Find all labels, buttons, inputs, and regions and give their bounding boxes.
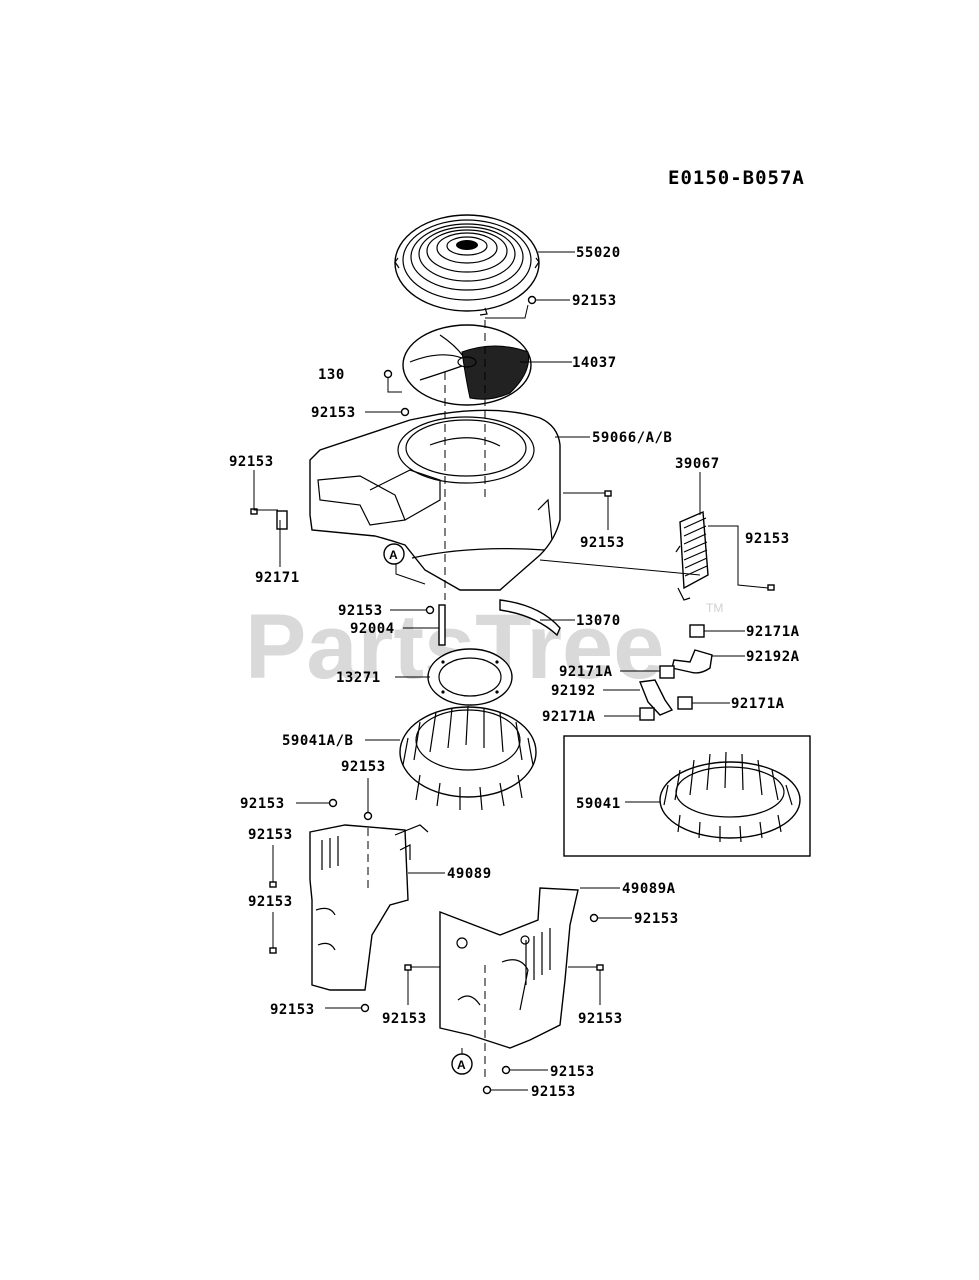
label-59041ab[interactable]: 59041A/B (282, 733, 353, 749)
label-92153-e[interactable]: 92153 (580, 535, 625, 551)
label-92171a-c[interactable]: 92171A (542, 709, 596, 725)
label-92153-j[interactable]: 92153 (248, 894, 293, 910)
label-92153-n[interactable]: 92153 (578, 1011, 623, 1027)
part-lower-shroud[interactable] (309, 824, 429, 991)
part-fan-housing[interactable] (309, 409, 561, 591)
label-92004[interactable]: 92004 (350, 621, 395, 637)
callout-a-top-letter: A (389, 548, 398, 562)
label-55020[interactable]: 55020 (576, 245, 621, 261)
label-92153-g[interactable]: 92153 (341, 759, 386, 775)
label-92153-f[interactable]: 92153 (338, 603, 383, 619)
callout-a-bottom: A (451, 1053, 473, 1075)
leader-lines (253, 251, 769, 1091)
diagram-code: E0150-B057A (668, 167, 805, 189)
callout-a-top: A (383, 543, 405, 565)
callout-a-bottom-letter: A (457, 1058, 466, 1072)
part-fan-plate-ring[interactable] (427, 648, 513, 706)
label-92153-a[interactable]: 92153 (572, 293, 617, 309)
label-39067[interactable]: 39067 (675, 456, 720, 472)
label-92153-o[interactable]: 92153 (550, 1064, 595, 1080)
label-92153-d[interactable]: 92153 (745, 531, 790, 547)
part-hoses[interactable] (639, 624, 713, 721)
label-49089a[interactable]: 49089A (622, 881, 676, 897)
label-130[interactable]: 130 (318, 367, 345, 383)
label-92171a-d[interactable]: 92171A (731, 696, 785, 712)
label-92153-l[interactable]: 92153 (634, 911, 679, 927)
label-59066[interactable]: 59066/A/B (592, 430, 672, 446)
part-guide-plate[interactable] (499, 599, 561, 637)
part-stud[interactable] (438, 604, 446, 646)
label-92153-b[interactable]: 92153 (311, 405, 356, 421)
label-14037[interactable]: 14037 (572, 355, 617, 371)
label-92153-p[interactable]: 92153 (531, 1084, 576, 1100)
label-92171[interactable]: 92171 (255, 570, 300, 586)
label-92153-k[interactable]: 92153 (270, 1002, 315, 1018)
label-59041[interactable]: 59041 (576, 796, 621, 812)
label-13271[interactable]: 13271 (336, 670, 381, 686)
label-92171a-b[interactable]: 92171A (559, 664, 613, 680)
label-92192a[interactable]: 92192A (746, 649, 800, 665)
label-92192[interactable]: 92192 (551, 683, 596, 699)
inset-box (563, 735, 811, 857)
label-92153-i[interactable]: 92153 (248, 827, 293, 843)
part-lower-shroud-a[interactable] (439, 887, 579, 1049)
part-oil-cooler[interactable] (675, 510, 709, 601)
watermark-trademark: TM (706, 601, 723, 615)
label-92171a-a[interactable]: 92171A (746, 624, 800, 640)
label-92153-c[interactable]: 92153 (229, 454, 274, 470)
label-92153-h[interactable]: 92153 (240, 796, 285, 812)
part-rotating-screen[interactable] (394, 214, 540, 316)
label-13070[interactable]: 13070 (576, 613, 621, 629)
part-labels: 55020 92153 130 14037 92153 59066/A/B 92… (229, 245, 800, 1100)
label-92153-m[interactable]: 92153 (382, 1011, 427, 1027)
assembly-axis (367, 320, 486, 1080)
part-fan-plate[interactable] (402, 324, 532, 406)
label-49089[interactable]: 49089 (447, 866, 492, 882)
part-cooling-fan[interactable] (399, 705, 537, 811)
